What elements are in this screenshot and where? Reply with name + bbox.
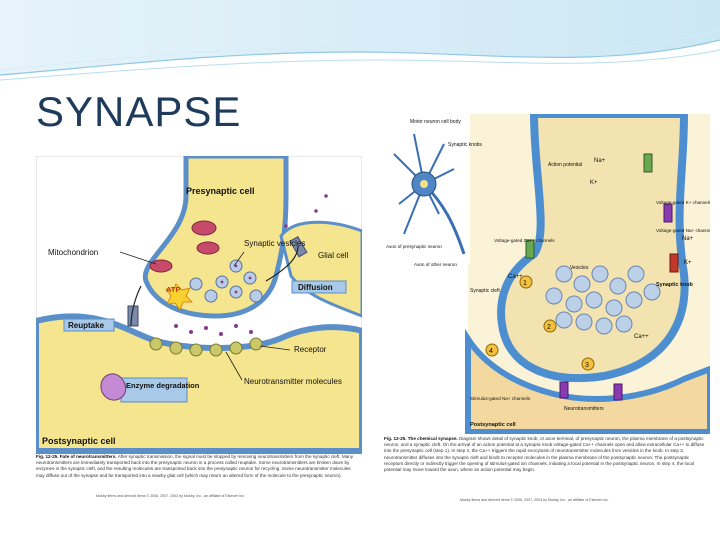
credit-left: Mosby items and derived items © 2006, 20…: [96, 494, 245, 498]
caption-right: Fig. 12-25. The chemical synapse. Diagra…: [384, 436, 706, 494]
label-synaptic-cleft: Synaptic cleft: [470, 288, 500, 294]
label-stimulus-gated: Stimulus-gated Na+ channels: [470, 396, 531, 401]
label-action-potential: Action potential: [548, 162, 582, 168]
slide-title: SYNAPSE: [36, 88, 242, 135]
label-k-channels: Voltage-gated K+ channels: [656, 200, 710, 205]
diffusion-box: [291, 280, 347, 294]
label-glial-cell: Glial cell: [318, 251, 348, 260]
figure-neurotransmitter-fate: Presynaptic cell Mitochondrion Synaptic …: [33, 153, 365, 501]
label-ca-channels: Voltage-gated Ca++ channels: [494, 238, 555, 243]
caption-left: Fig. 12-25. Fate of neurotransmitters. A…: [36, 454, 358, 494]
ion-k-2: K+: [684, 260, 692, 266]
ion-na-1: Na+: [594, 158, 606, 164]
label-vesicles: Vesicles: [570, 265, 589, 271]
diffusion-arrow: [265, 245, 299, 282]
label-reuptake: Reuptake: [68, 321, 105, 330]
chemical-synapse-diagram: 1 2 3 4 Na+ Na+ K+ K+ Ca++ Ca++ Motor ne…: [384, 110, 715, 435]
label-neurotransmitters: Neurotransmitters: [564, 406, 604, 412]
label-synaptic-vesicles: Synaptic vesicles: [244, 239, 305, 248]
label-synaptic-knobs: Synaptic knobs: [448, 142, 482, 148]
atp-burst: [165, 283, 193, 311]
synapse-diagram: Presynaptic cell Mitochondrion Synaptic …: [33, 153, 365, 454]
receptors: [149, 337, 263, 357]
synaptic-vesicles: [545, 265, 661, 335]
mitochondria: [149, 220, 220, 273]
label-enzyme: Enzyme degradation: [126, 381, 200, 390]
caption-right-body: Diagram shows detail of synaptic knob, o…: [384, 436, 705, 473]
ion-k-1: K+: [590, 180, 598, 186]
caption-left-body: After synaptic transmission, the signal …: [36, 454, 354, 478]
label-diffusion: Diffusion: [298, 283, 333, 292]
enzyme: [100, 373, 127, 401]
reuptake-box: [63, 318, 115, 332]
label-synaptic-knob: Synaptic knob: [656, 282, 694, 288]
step-3: 3: [585, 362, 589, 369]
label-motor-neuron: Motor neuron cell body: [410, 119, 461, 125]
caption-left-title: Fig. 12-25. Fate of neurotransmitters.: [36, 454, 117, 459]
header-waves: [0, 0, 720, 81]
label-neurotransmitter: Neurotransmitter molecules: [244, 377, 342, 386]
label-presynaptic: Presynaptic cell: [186, 186, 255, 196]
step-markers: [485, 275, 595, 371]
step-1: 1: [523, 280, 527, 287]
label-axon-other: Axon of other neuron: [414, 262, 457, 267]
step-2: 2: [547, 324, 551, 331]
label-postsynaptic-cell: Postsynaptic cell: [470, 422, 516, 428]
ion-ca-1: Ca++: [508, 274, 523, 280]
label-axon-presynaptic: Axon of presynaptic neuron: [386, 244, 442, 249]
step-4: 4: [489, 348, 493, 355]
label-receptor: Receptor: [294, 345, 327, 354]
label-postsynaptic: Postsynaptic cell: [42, 436, 116, 446]
ion-channels: [525, 153, 679, 401]
figure-chemical-synapse: 1 2 3 4 Na+ Na+ K+ K+ Ca++ Ca++ Motor ne…: [384, 110, 715, 512]
label-na-channels: Voltage-gated Na+ channels: [656, 228, 710, 233]
ion-ca-2: Ca++: [634, 334, 649, 340]
caption-right-title: Fig. 12-25. The chemical synapse.: [384, 436, 458, 441]
reuptake-arrow: [130, 285, 142, 327]
credit-right: Mosby items and derived items © 2006, 20…: [460, 498, 609, 502]
label-atp: ATP: [166, 285, 180, 294]
ion-na-2: Na+: [682, 236, 694, 242]
label-mitochondrion: Mitochondrion: [48, 248, 98, 257]
